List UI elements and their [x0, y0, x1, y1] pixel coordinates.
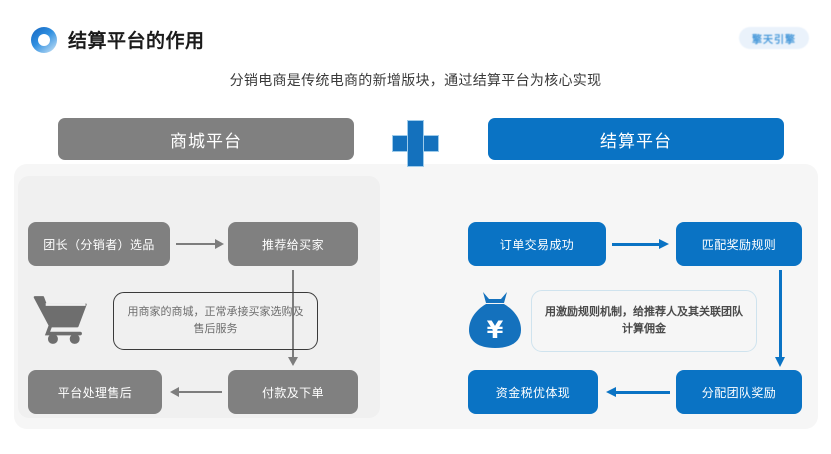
flow-box-right-2[interactable]: 匹配奖励规则: [676, 222, 802, 266]
watermark-badge: 擎天引擎: [739, 27, 809, 49]
money-bag-icon: ¥: [467, 288, 523, 350]
shopping-cart-icon: [33, 292, 91, 346]
flow-box-right-1[interactable]: 订单交易成功: [468, 222, 606, 266]
page-title: 结算平台的作用: [68, 31, 205, 52]
flow-box-right-3[interactable]: 资金税优体现: [468, 370, 598, 414]
flow-box-left-3[interactable]: 平台处理售后: [28, 370, 162, 414]
flow-box-left-1[interactable]: 团长（分销者）选品: [28, 222, 170, 266]
svg-text:¥: ¥: [487, 316, 504, 344]
subtitle: 分销电商是传统电商的新增版块，通过结算平台为核心实现: [229, 72, 602, 88]
page-header: 结算平台的作用 擎天引擎: [0, 0, 831, 62]
note-right: 用激励规则机制，给推荐人及其关联团队计算佣金: [531, 290, 757, 352]
flow-box-left-2[interactable]: 推荐给买家: [228, 222, 358, 266]
ring-logo-icon: [31, 27, 57, 53]
note-left: 用商家的商城，正常承接买家选购及售后服务: [113, 292, 318, 350]
panel-header-left: 商城平台: [58, 118, 354, 160]
flow-box-right-4[interactable]: 分配团队奖励: [676, 370, 802, 414]
flow-box-left-4[interactable]: 付款及下单: [228, 370, 358, 414]
plus-icon: [392, 120, 439, 167]
panel-header-right: 结算平台: [488, 118, 784, 160]
